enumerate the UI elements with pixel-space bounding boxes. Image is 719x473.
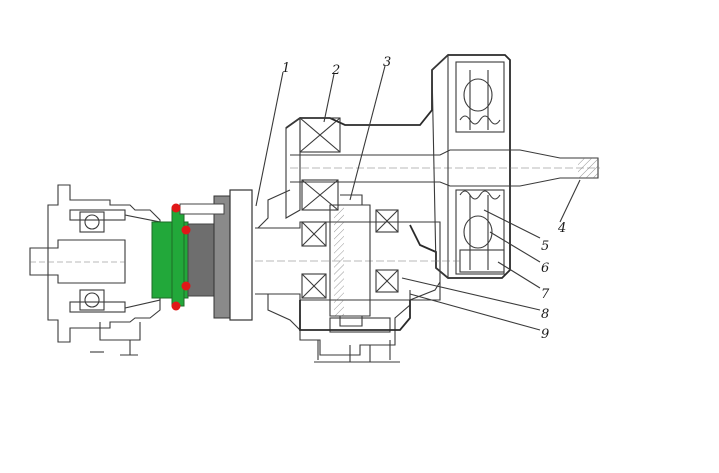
bolt-marker-2-icon xyxy=(181,225,191,235)
bolt-marker-4-icon xyxy=(171,301,181,311)
callout-2: 2 xyxy=(331,63,340,78)
adapter-assembly xyxy=(151,189,253,321)
upper-bearing-icon xyxy=(299,117,341,211)
adapter-flange-left xyxy=(171,207,185,307)
callout-8: 8 xyxy=(541,307,549,322)
bolt-marker-3-icon xyxy=(181,281,191,291)
callout-4: 4 xyxy=(557,221,566,236)
callout-9: 9 xyxy=(541,327,549,342)
hub-bearing-upper-icon xyxy=(79,211,105,233)
bolt-marker-1-icon xyxy=(171,203,181,213)
hub-bearing-lower-icon xyxy=(79,289,105,311)
callout-6: 6 xyxy=(541,261,549,276)
callout-labels: 1 2 3 4 5 6 7 8 9 xyxy=(255,55,581,342)
flange-plate-outer xyxy=(229,189,253,321)
callout-5: 5 xyxy=(541,239,549,254)
left-hub-assembly xyxy=(29,184,161,356)
bolt-shank xyxy=(179,203,225,215)
callout-7: 7 xyxy=(541,287,550,302)
callout-1: 1 xyxy=(282,61,290,76)
callout-3: 3 xyxy=(383,55,391,70)
gearbox-housing xyxy=(255,53,600,363)
lower-bearing-icon xyxy=(301,209,399,299)
